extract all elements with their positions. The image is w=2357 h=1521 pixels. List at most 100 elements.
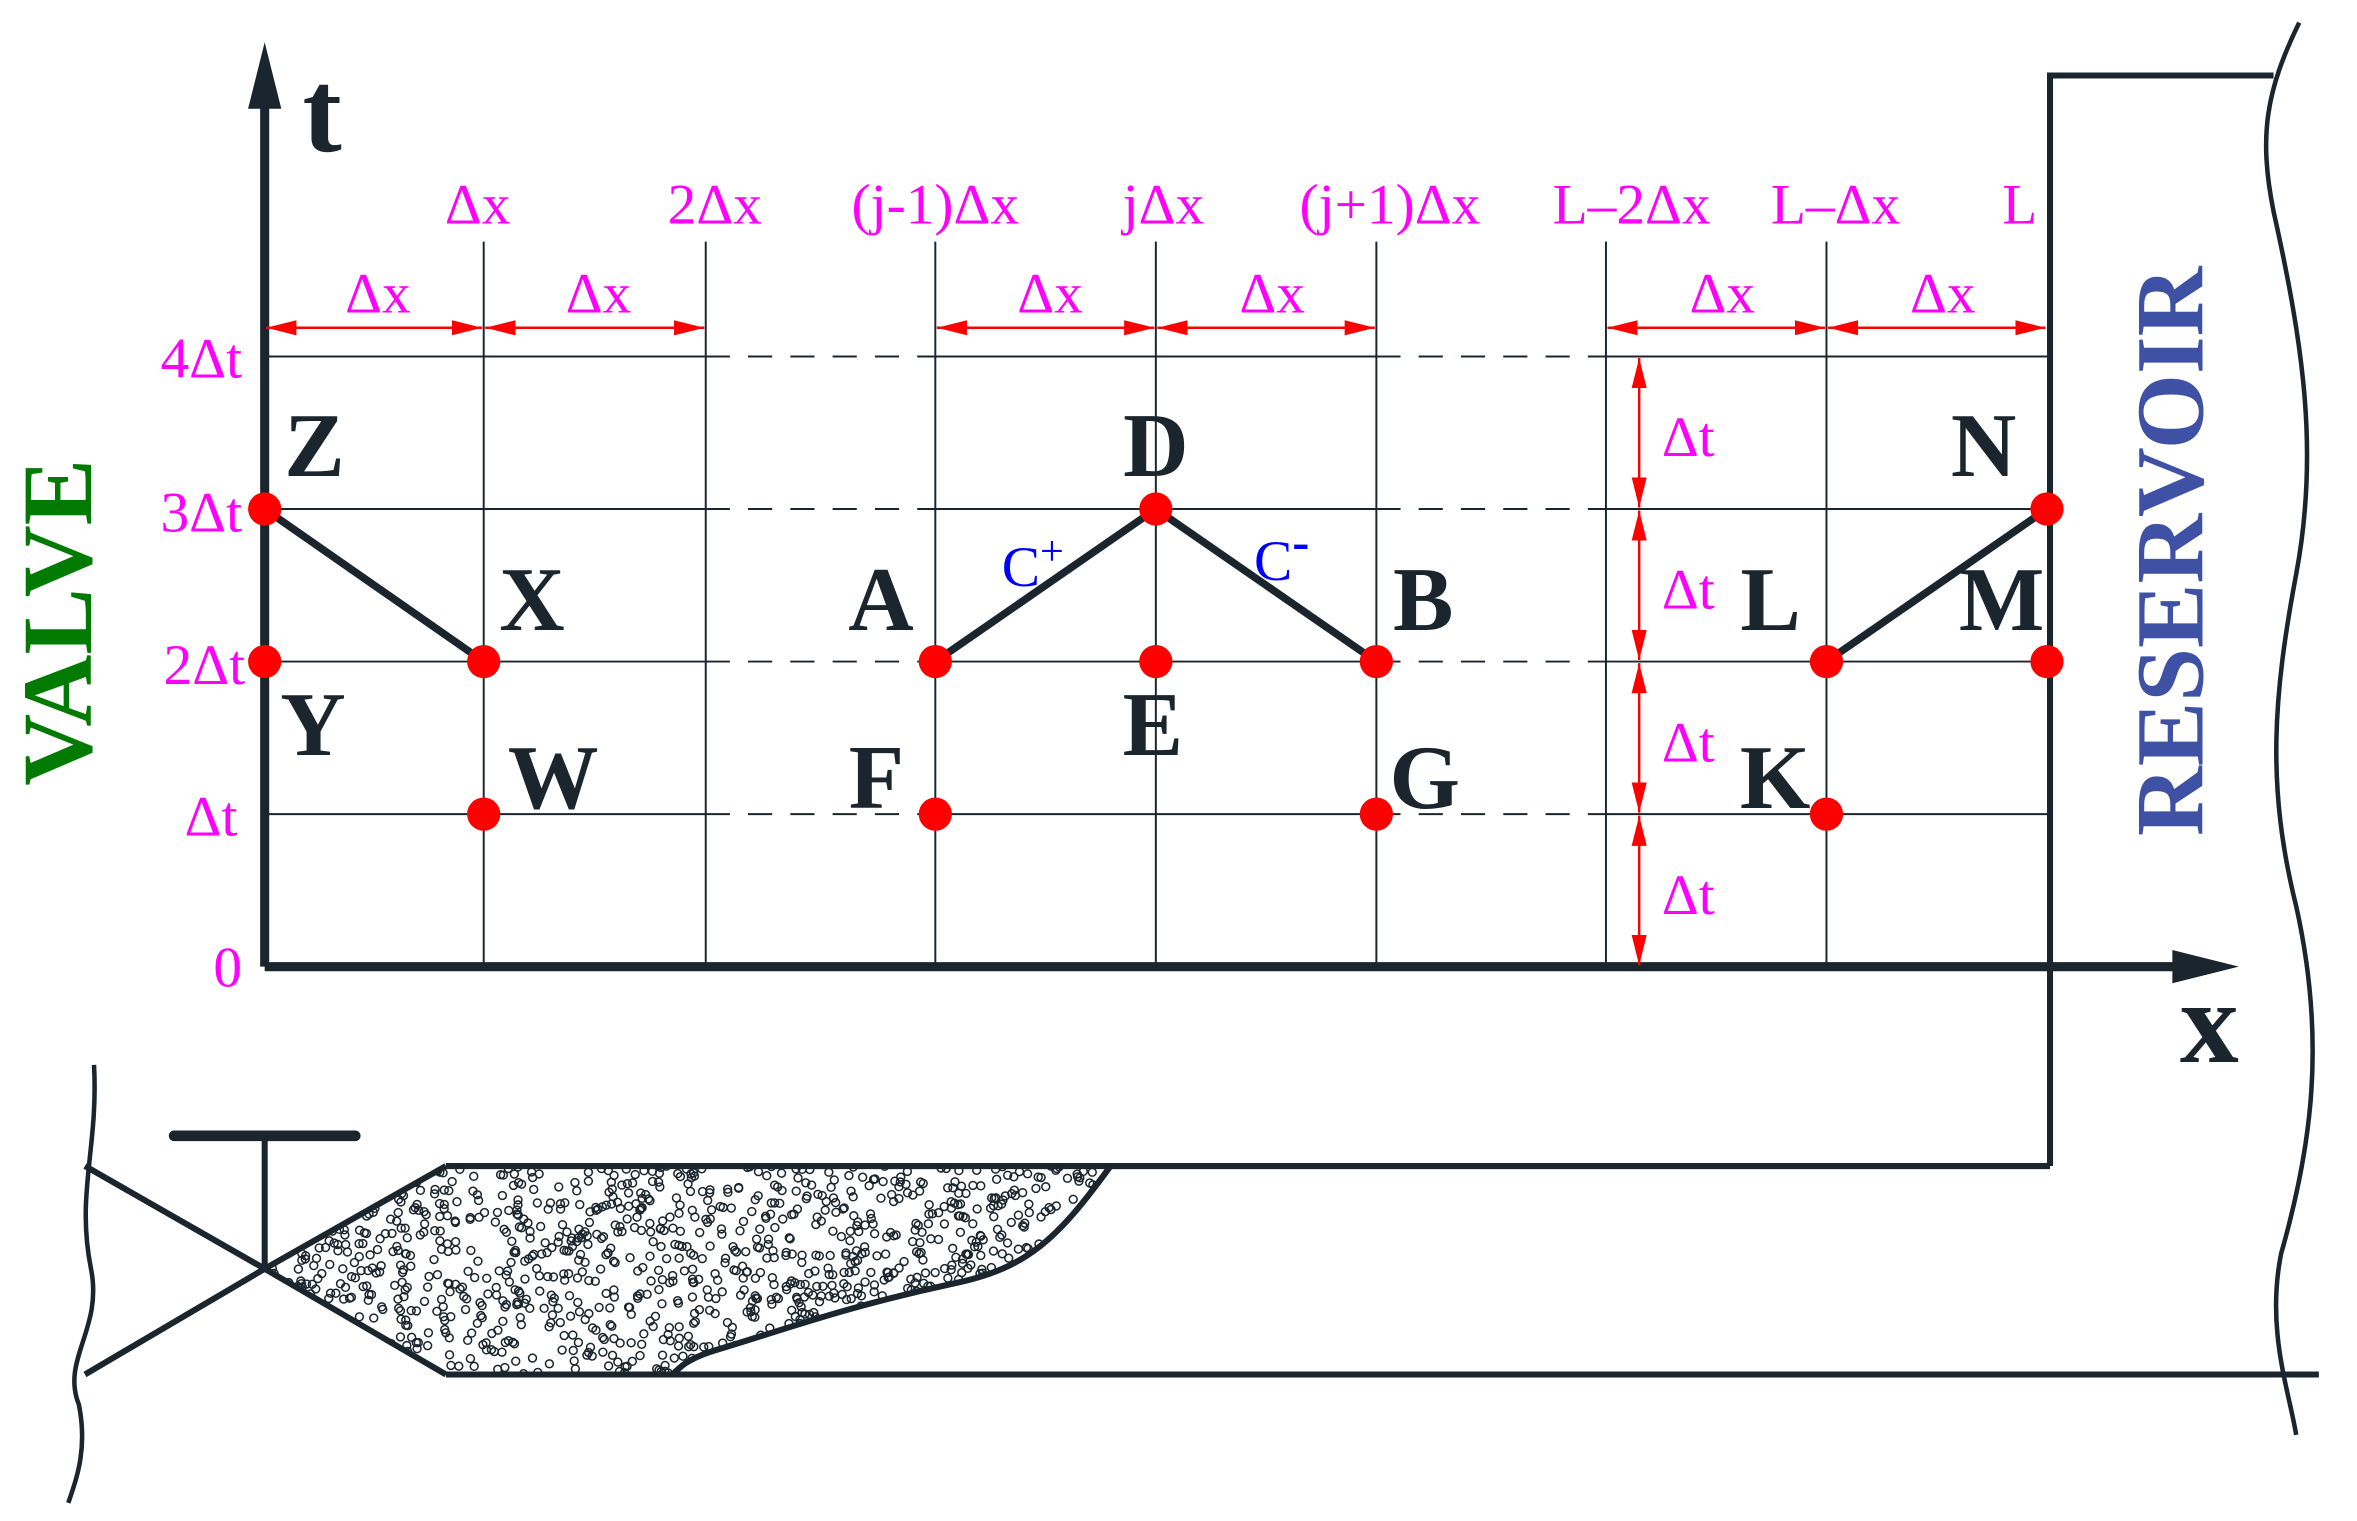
sediment-particle [1004, 1307, 1014, 1317]
sediment-particle [1076, 1212, 1087, 1222]
sediment-particle [941, 1321, 952, 1332]
sediment-particle [895, 1177, 905, 1187]
sediment-particle [899, 1311, 909, 1321]
sediment-particle [469, 1272, 480, 1283]
sediment-particle [1094, 1299, 1104, 1310]
svg-text:Y: Y [280, 674, 345, 775]
sediment-particle [606, 1243, 616, 1253]
sediment-particle [1068, 1194, 1078, 1204]
sediment-particle [325, 1288, 336, 1298]
sediment-particle [559, 1275, 570, 1285]
sediment-particle [275, 1174, 285, 1184]
sediment-particle [608, 1256, 619, 1267]
sediment-particle [569, 1356, 579, 1366]
sediment-particle [274, 1199, 284, 1209]
sediment-particle [280, 1321, 290, 1331]
sediment-particle [440, 1324, 450, 1335]
sediment-particle [675, 1171, 686, 1182]
sediment-particle [697, 1253, 707, 1264]
sediment-particle [848, 1192, 858, 1202]
sediment-particle [940, 1326, 950, 1336]
sediment-particle [1022, 1269, 1032, 1279]
sediment-particle [358, 1238, 368, 1249]
sediment-particle [843, 1319, 853, 1330]
sediment-particle [590, 1276, 601, 1286]
c-plus-label: C+ [1002, 528, 1064, 599]
sediment-particle [283, 1329, 293, 1339]
sediment-particle [911, 1218, 921, 1229]
sediment-particle [1017, 1332, 1027, 1342]
sediment-particle [338, 1181, 349, 1191]
sediment-particle [980, 1290, 990, 1300]
sediment-particle [839, 1279, 849, 1289]
sediment-particle [1085, 1178, 1095, 1188]
sediment-particle [956, 1321, 966, 1332]
sediment-particle [1113, 1230, 1121, 1238]
sediment-particle [844, 1336, 854, 1347]
sediment-particle [297, 1337, 307, 1347]
sediment-particle [973, 1241, 983, 1252]
sediment-particle [487, 1328, 497, 1339]
sediment-particle [753, 1166, 764, 1177]
sediment-particle [351, 1336, 362, 1346]
sediment-particle [1082, 1241, 1092, 1251]
reservoir-label: RESERVOIR [2117, 265, 2224, 836]
sediment-particle [997, 1166, 1008, 1172]
sediment-particle [918, 1255, 928, 1265]
sediment-particle [950, 1340, 960, 1350]
sediment-particle [1003, 1302, 1013, 1313]
sediment-particle [1016, 1350, 1026, 1360]
sediment-particle [633, 1266, 643, 1276]
sediment-particle [339, 1166, 349, 1173]
sediment-particle [948, 1183, 958, 1193]
svg-text:Δt: Δt [1662, 406, 1715, 469]
sediment-particle [940, 1334, 950, 1344]
sediment-particle [275, 1206, 285, 1216]
sediment-particle [974, 1306, 984, 1316]
sediment-particle [525, 1226, 535, 1237]
svg-text:jΔx: jΔx [1121, 174, 1205, 237]
sediment-particle [723, 1187, 733, 1198]
sediment-particle [777, 1185, 787, 1196]
sediment-particle [867, 1320, 878, 1331]
sediment-particle [383, 1344, 394, 1354]
sediment-particle [548, 1297, 558, 1307]
sediment-particle [580, 1314, 590, 1325]
sediment-particle [568, 1345, 578, 1356]
sediment-particle [396, 1314, 406, 1324]
sediment-particle [653, 1177, 664, 1187]
sediment-particle [841, 1330, 851, 1341]
sediment-particle [753, 1191, 763, 1201]
sediment-particle [887, 1348, 897, 1359]
sediment-particle [1103, 1353, 1111, 1364]
sediment-particle [1068, 1331, 1078, 1341]
sediment-particle [617, 1226, 627, 1237]
sediment-particle [516, 1179, 527, 1189]
sediment-particle [408, 1205, 419, 1215]
sediment-particle [994, 1303, 1004, 1314]
sediment-particle [705, 1185, 715, 1195]
sediment-particle [800, 1330, 811, 1341]
sediment-particle [872, 1329, 882, 1339]
sediment-particle [286, 1324, 297, 1335]
sediment-particle [415, 1230, 425, 1240]
t-axis-label: t [302, 47, 341, 177]
sediment-particle [574, 1307, 585, 1317]
sediment-particle [1027, 1358, 1037, 1368]
sediment-particle [796, 1302, 806, 1312]
sediment-particle [325, 1259, 335, 1270]
sediment-particle [605, 1303, 615, 1313]
sediment-particle [1000, 1326, 1010, 1336]
sediment-particle [411, 1337, 422, 1348]
sediment-particle [632, 1212, 642, 1222]
sediment-particle [1014, 1340, 1024, 1351]
sediment-particle [667, 1270, 678, 1281]
sediment-particle [673, 1341, 684, 1351]
sediment-particle [846, 1186, 856, 1196]
sediment-particle [445, 1287, 455, 1297]
sediment-particle [1089, 1323, 1100, 1333]
sediment-particle [361, 1228, 372, 1239]
sediment-particle [671, 1193, 682, 1203]
sediment-particle [919, 1302, 929, 1312]
sediment-particle [543, 1204, 553, 1214]
